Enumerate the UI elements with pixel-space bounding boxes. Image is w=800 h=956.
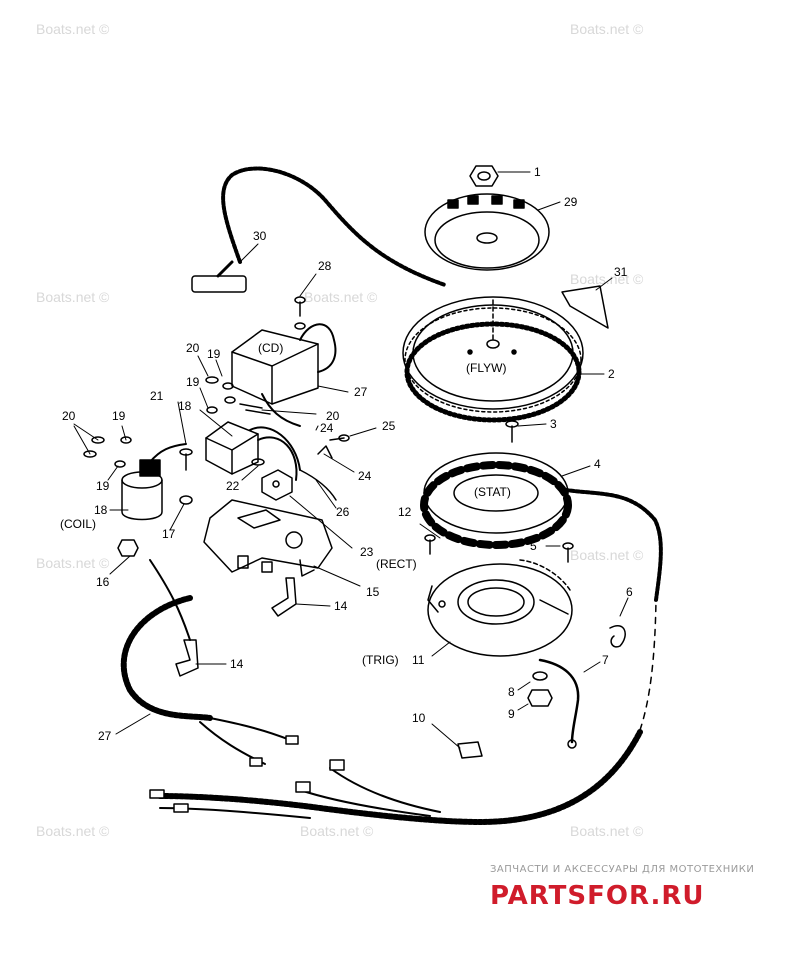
callout-20: 20 — [326, 409, 340, 423]
watermark: Boats.net © — [36, 555, 110, 571]
callout-19: 19 — [112, 409, 126, 423]
watermark: Boats.net © — [570, 547, 644, 563]
clip-6 — [609, 625, 626, 648]
cd-module — [231, 323, 337, 427]
callout-25: 25 — [382, 419, 396, 433]
callout-27: 27 — [98, 729, 112, 743]
callout-29: 29 — [564, 195, 578, 209]
screw-3 — [505, 420, 519, 443]
callout-12: 12 — [398, 505, 412, 519]
washer-17 — [179, 495, 193, 505]
callout-17: 17 — [162, 527, 176, 541]
label-trig: (TRIG) — [362, 653, 399, 667]
watermark: Boats.net © — [36, 21, 110, 37]
screw-25 — [329, 434, 350, 442]
nut-16 — [117, 539, 139, 557]
watermark: Boats.net © — [570, 823, 644, 839]
callout-21: 21 — [150, 389, 164, 403]
callout-16: 16 — [96, 575, 110, 589]
label-coil: (COIL) — [60, 517, 96, 531]
callout-28: 28 — [318, 259, 332, 273]
watermark: Boats.net © — [36, 289, 110, 305]
callout-26: 26 — [336, 505, 350, 519]
watermark: Boats.net © — [570, 271, 644, 287]
washer-22 — [251, 458, 265, 466]
watermark-group: Boats.net © Boats.net © Boats.net © Boat… — [36, 21, 644, 839]
lead-26 — [299, 469, 337, 501]
label-stat: (STAT) — [474, 485, 511, 499]
callout-7: 7 — [602, 653, 609, 667]
main-harness-27 — [120, 595, 657, 825]
terminal-24 — [317, 445, 333, 459]
callout-5: 5 — [530, 539, 537, 553]
label-flyw: (FLYW) — [466, 361, 506, 375]
callout-23: 23 — [360, 545, 374, 559]
callout-10: 10 — [412, 711, 426, 725]
brand-footer: ЗАПЧАСТИ И АКСЕССУАРЫ ДЛЯ МОТОТЕХНИКИ PA… — [490, 864, 754, 911]
leader-lines — [73, 171, 629, 749]
trigger-11 — [427, 559, 573, 657]
bolt-21 — [179, 448, 193, 471]
callout-6: 6 — [626, 585, 633, 599]
callout-27: 27 — [354, 385, 368, 399]
callout-14: 14 — [334, 599, 348, 613]
brand-tagline: ЗАПЧАСТИ И АКСЕССУАРЫ ДЛЯ МОТОТЕХНИКИ — [490, 864, 754, 875]
rectifier-23 — [261, 469, 293, 501]
stator-4 — [420, 452, 663, 602]
callout-19: 19 — [207, 347, 221, 361]
washer-8 — [532, 671, 548, 681]
clamp-10 — [457, 741, 483, 759]
callout-3: 3 — [550, 417, 557, 431]
spark-plug-boots-14 — [149, 559, 297, 677]
callout-9: 9 — [508, 707, 515, 721]
callout-18: 18 — [94, 503, 108, 517]
callout-labels: 1 29 30 28 31 2 3 4 5 6 7 8 9 10 11 12 1… — [60, 165, 633, 743]
callout-8: 8 — [508, 685, 515, 699]
callout-22: 22 — [226, 479, 240, 493]
harness-plug-30 — [191, 166, 447, 293]
cup-washer-29 — [424, 193, 550, 271]
callout-19: 19 — [96, 479, 110, 493]
label-rect: (RECT) — [376, 557, 417, 571]
callout-11: 11 — [412, 653, 425, 667]
callout-2: 2 — [608, 367, 615, 381]
callout-20: 20 — [62, 409, 76, 423]
block-18 — [205, 421, 301, 481]
screw-12 — [424, 534, 436, 555]
label-cd: (CD) — [258, 341, 283, 355]
flywheel-2 — [402, 296, 584, 423]
callout-24: 24 — [358, 469, 372, 483]
watermark: Boats.net © — [36, 823, 110, 839]
watermark: Boats.net © — [300, 823, 374, 839]
coil-18 — [121, 443, 187, 521]
callout-20: 20 — [186, 341, 200, 355]
callout-18: 18 — [178, 399, 192, 413]
callout-30: 30 — [253, 229, 267, 243]
callout-4: 4 — [594, 457, 601, 471]
nut-1 — [469, 165, 499, 187]
callout-15: 15 — [366, 585, 380, 599]
brand-logo: PARTSFOR.RU — [490, 881, 704, 911]
watermark: Boats.net © — [304, 289, 378, 305]
callout-19: 19 — [186, 375, 200, 389]
key-31 — [561, 285, 609, 329]
bracket-15 — [203, 499, 333, 577]
callout-24: 24 — [320, 421, 334, 435]
callout-31: 31 — [614, 265, 628, 279]
screw-5 — [562, 542, 574, 563]
watermark: Boats.net © — [570, 21, 644, 37]
callout-1: 1 — [534, 165, 541, 179]
nut-9 — [527, 689, 553, 707]
screw-28 — [294, 296, 306, 330]
callout-14: 14 — [230, 657, 244, 671]
ground-lead-7 — [538, 658, 580, 749]
